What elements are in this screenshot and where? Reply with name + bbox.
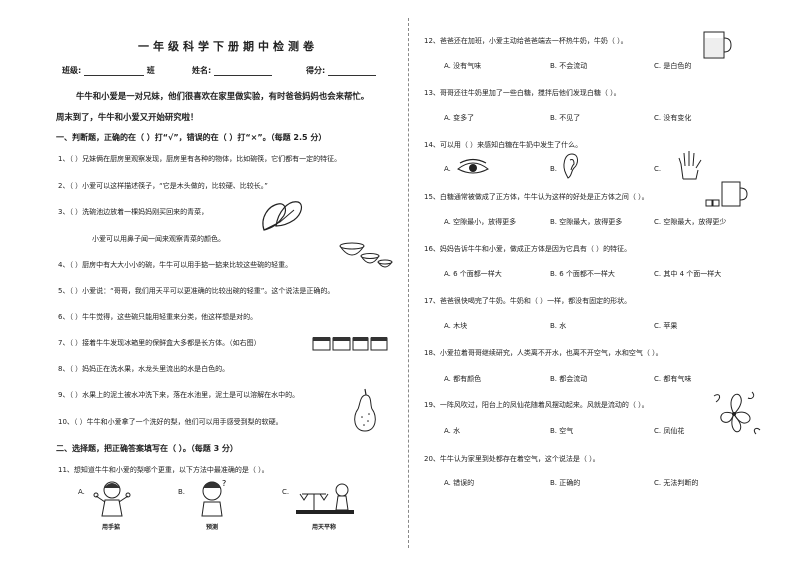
- girl-hands-icon: [93, 481, 131, 517]
- intro-line-1: 牛牛和小爱是一对兄妹，他们很喜欢在家里做实验，有时爸爸妈妈也会来帮忙。: [76, 91, 370, 101]
- q18-option-a: A. 都有颜色: [444, 375, 482, 383]
- q13-option-c: C. 没有变化: [654, 114, 692, 122]
- q14-option-a: A.: [444, 165, 451, 173]
- q19-option-a: A. 水: [444, 427, 461, 435]
- flower-icon: [713, 391, 761, 435]
- q12: 12、爸爸还在加班，小爱主动给爸爸端去一杯热牛奶，牛奶（ ）。: [424, 37, 628, 45]
- q5: 5、（ ）小爱说：“哥哥，我们用天平可以更准确的比较出碗的轻重”。这个说法是正确…: [58, 287, 335, 295]
- q3-cont: 小爱可以用鼻子闻一闻来观察青菜的颜色。: [92, 235, 225, 243]
- bowls-icon: [339, 242, 393, 268]
- q15-option-a: A. 空隙最小，放得更多: [444, 218, 517, 226]
- q11-caption-b: 预测: [206, 524, 219, 531]
- q11-option-b: B.: [178, 488, 186, 496]
- q16-option-c: C. 其中 4 个面一样大: [654, 270, 722, 278]
- section2-heading: 二、选择题，把正确答案填写在（ ）。（每题 3 分）: [56, 444, 238, 453]
- q3: 3、（ ）洗碗池边放着一棵妈妈刚买回来的青菜，: [58, 208, 209, 216]
- q15-option-c: C. 空隙最大，放得更少: [654, 218, 727, 226]
- q12-option-a: A. 没有气味: [444, 62, 482, 70]
- q20: 20、牛牛认为家里到处都存在着空气，这个说法是（ ）。: [424, 455, 600, 463]
- q17: 17、爸爸很快喝完了牛奶。牛奶和（ ）一样，都没有固定的形状。: [424, 297, 632, 305]
- q18-option-b: B. 都会流动: [550, 375, 588, 383]
- q13: 13、哥哥还往牛奶里加了一些白糖，搅拌后他们发现白糖（ ）。: [424, 89, 621, 97]
- exam-title: 一年级科学下册期中检测卷: [138, 40, 318, 53]
- q17-option-a: A. 木块: [444, 322, 468, 330]
- q11-caption-c: 用天平称: [312, 524, 337, 531]
- class-label: 班级:: [62, 66, 82, 75]
- eye-icon: [457, 158, 489, 174]
- svg-text:?: ?: [222, 479, 226, 488]
- name-field[interactable]: [214, 67, 272, 76]
- q14-option-c: C.: [654, 165, 662, 173]
- q15-option-b: B. 空隙最大，放得更多: [550, 218, 623, 226]
- fold-line: [408, 18, 409, 548]
- q9: 9、（ ）水果上的泥土被水冲洗下来，落在水池里，泥土是可以溶解在水中的。: [58, 391, 300, 399]
- q11: 11、想知道牛牛和小爱的梨哪个更重，以下方法中最准确的是（ ）。: [58, 466, 269, 474]
- q12-option-b: B. 不会流动: [550, 62, 588, 70]
- q12-option-c: C. 是白色的: [654, 62, 692, 70]
- hand-icon: [678, 151, 702, 180]
- q13-option-b: B. 不见了: [550, 114, 581, 122]
- balance-scale-icon: [296, 483, 354, 514]
- q10: 10、（ ）牛牛和小爱拿了一个洗好的梨，他们可以用手感受到梨的软硬。: [58, 418, 283, 426]
- ear-icon: [563, 153, 578, 179]
- q6: 6、（ ）牛牛觉得，这些碗只能用轻重来分类，他这样想是对的。: [58, 313, 258, 321]
- vegetable-icon: [262, 201, 303, 231]
- sugar-cubes-cup-icon: [705, 181, 748, 207]
- q11-option-c: C.: [282, 488, 290, 496]
- boy-thinking-icon: ?: [201, 479, 226, 517]
- milk-cup-icon: [703, 31, 732, 59]
- q19-option-c: C. 凤仙花: [654, 427, 685, 435]
- pear-icon: [354, 388, 376, 432]
- q2: 2、（ ）小爱可以这样描述筷子，“它是木头做的，比较硬、比较长。”: [58, 182, 268, 190]
- q18: 18、小爱拉着哥哥继续研究，人类离不开水，也离不开空气，水和空气（ ）。: [424, 349, 663, 357]
- name-row: 姓名:: [192, 66, 272, 76]
- score-field[interactable]: [328, 67, 376, 76]
- q17-option-b: B. 水: [550, 322, 567, 330]
- section1-heading: 一、判断题，正确的在（ ）打“√”，错误的在（ ）打“×”。（每题 2.5 分）: [56, 133, 327, 142]
- class-suffix: 班: [146, 66, 155, 75]
- q1: 1、（ ）兄妹俩在厨房里观察发现，厨房里有各种的物体，比如碗筷，它们都有一定的特…: [58, 155, 342, 163]
- q14-option-b: B.: [550, 165, 558, 173]
- q4: 4、（ ）厨房中有大大小小的碗，牛牛可以用手掂一掂来比较这些碗的轻重。: [58, 261, 293, 269]
- storage-boxes-icon: [312, 337, 388, 351]
- score-label: 得分:: [306, 66, 326, 75]
- q16-option-a: A. 6 个面都一样大: [444, 270, 502, 278]
- q17-option-c: C. 苹果: [654, 322, 678, 330]
- q8: 8、（ ）妈妈正在洗水果，水龙头里流出的水是白色的。: [58, 365, 230, 373]
- header-info-row: 班级: 班: [62, 66, 155, 76]
- q20-option-c: C. 无法判断的: [654, 479, 699, 487]
- q13-option-a: A. 变多了: [444, 114, 475, 122]
- q16: 16、妈妈告诉牛牛和小爱，做成正方体是因为它具有（ ）的特征。: [424, 245, 632, 253]
- score-row: 得分:: [306, 66, 376, 76]
- q7: 7、（ ）接着牛牛发现冰箱里的保鲜盒大多都是长方体。（如右图）: [58, 339, 261, 347]
- q16-option-b: B. 6 个面都不一样大: [550, 270, 615, 278]
- q11-option-a: A.: [78, 488, 85, 496]
- q19-option-b: B. 空气: [550, 427, 574, 435]
- q14: 14、可以用（ ）来感知白糖在牛奶中发生了什么。: [424, 141, 583, 149]
- name-label: 姓名:: [192, 66, 212, 75]
- q18-option-c: C. 都有气味: [654, 375, 692, 383]
- q15: 15、白糖通常被做成了正方体，牛牛认为这样的好处是正方体之间（ ）。: [424, 193, 649, 201]
- q19: 19、一阵风吹过，阳台上的凤仙花随着风摆动起来。风就是流动的（ ）。: [424, 401, 649, 409]
- q20-option-a: A. 错误的: [444, 479, 475, 487]
- class-field[interactable]: [84, 67, 144, 76]
- q11-caption-a: 用手掂: [102, 524, 121, 531]
- q20-option-b: B. 正确的: [550, 479, 581, 487]
- intro-line-2: 周末到了，牛牛和小爱又开始研究啦！: [56, 112, 199, 122]
